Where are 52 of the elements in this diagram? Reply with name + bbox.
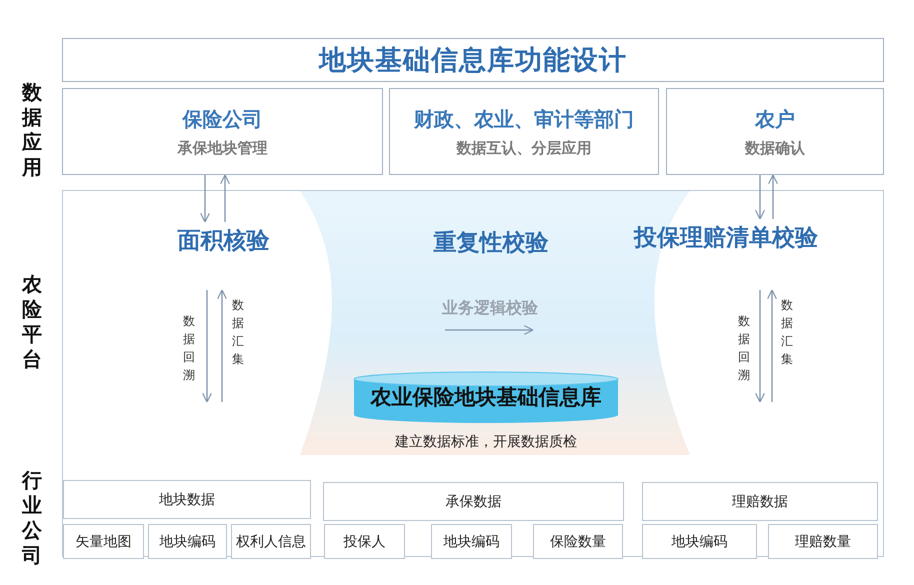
arrow xyxy=(220,174,230,222)
box-subtitle: 数据互认、分层应用 xyxy=(456,138,592,158)
check-label: 面积核验 xyxy=(178,226,270,256)
process-label: 业务逻辑校验 xyxy=(441,298,539,319)
data-item-box xyxy=(431,524,512,559)
box-heading: 财政、农业、审计等部门 xyxy=(414,106,634,132)
platform-panel xyxy=(62,190,884,557)
row-label: 农险平台 xyxy=(22,272,42,372)
arrow xyxy=(200,175,210,223)
item-label: 矢量地图 xyxy=(76,532,132,550)
box-subtitle: 承保地块管理 xyxy=(178,138,268,158)
data-item-box xyxy=(63,524,144,559)
category-box xyxy=(63,480,311,519)
data-item-box xyxy=(231,524,311,559)
data-item-box xyxy=(324,524,405,559)
database-label: 农业保险地块基础信息库 xyxy=(370,384,602,411)
arrow xyxy=(768,174,778,219)
item-label: 理赔数量 xyxy=(795,532,851,550)
flow-label: 数据回溯 xyxy=(183,313,195,384)
category-label: 地块数据 xyxy=(159,490,215,508)
data-item-box xyxy=(533,524,623,559)
application-box xyxy=(62,88,383,175)
item-label: 权利人信息 xyxy=(236,532,306,550)
row-label: 行业公司 xyxy=(22,468,42,568)
row-label: 数据应用 xyxy=(22,80,42,180)
box-heading: 农户 xyxy=(755,106,795,132)
box-subtitle: 数据确认 xyxy=(745,138,805,158)
arrow xyxy=(754,175,766,220)
flow-label: 数据回溯 xyxy=(738,313,750,384)
caption-text: 建立数据标准，开展数据质检 xyxy=(395,433,577,451)
database-cylinder xyxy=(353,371,619,423)
item-label: 地块编码 xyxy=(160,532,216,550)
title-label: 地块基础信息库功能设计 xyxy=(319,44,627,78)
item-label: 保险数量 xyxy=(550,532,606,550)
check-label: 投保理赔清单校验 xyxy=(634,224,818,252)
data-item-box xyxy=(642,524,757,559)
title-box xyxy=(62,38,884,82)
data-item-box xyxy=(768,524,878,559)
category-box xyxy=(323,482,624,521)
application-box xyxy=(666,88,884,175)
category-label: 承保数据 xyxy=(446,492,502,510)
item-label: 地块编码 xyxy=(672,532,728,550)
item-label: 投保人 xyxy=(344,532,386,550)
flow-label: 数据汇集 xyxy=(232,297,244,368)
item-label: 地块编码 xyxy=(444,532,500,550)
box-heading: 保险公司 xyxy=(182,106,262,132)
application-box xyxy=(389,88,659,175)
check-label: 重复性校验 xyxy=(434,228,548,258)
data-item-box xyxy=(148,524,227,559)
category-label: 理赔数据 xyxy=(732,492,788,510)
category-box xyxy=(642,482,878,521)
flow-label: 数据汇集 xyxy=(781,297,793,368)
